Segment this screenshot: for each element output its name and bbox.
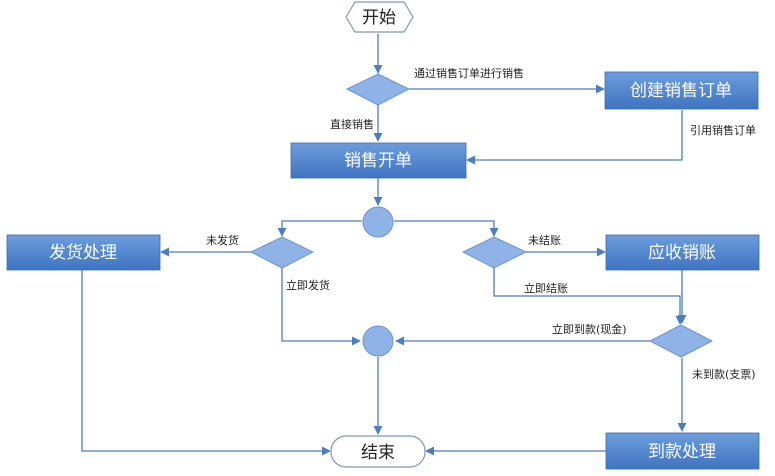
decision-settle <box>461 236 528 269</box>
edge-settle-decision-payment-decision <box>493 268 685 325</box>
label-not-shipped: 未发货 <box>206 233 239 247</box>
decision-ship <box>249 236 315 269</box>
label-not-paid: 未到款(支票) <box>692 367 756 381</box>
start-label: 开始 <box>362 8 396 28</box>
label-ship-now: 立即发货 <box>286 278 330 292</box>
payment-label: 到款处理 <box>648 442 716 462</box>
receivable-box: 应收销账 <box>605 234 760 271</box>
end-label: 结束 <box>361 443 395 463</box>
payment-box: 到款处理 <box>605 432 760 470</box>
merge-circle-bottom <box>362 325 394 357</box>
edge-merge1-ship-decision <box>277 220 362 237</box>
create-order-box: 创建销售订单 <box>604 71 759 110</box>
receivable-shape <box>605 234 760 271</box>
ship-shape <box>6 234 161 271</box>
label-paid-now: 立即到款(现金) <box>552 322 627 336</box>
sales-order-label: 销售开单 <box>344 151 412 171</box>
connectors <box>81 34 687 456</box>
merge-circle-top <box>362 206 394 238</box>
decision-payment <box>648 324 714 358</box>
ship-box: 发货处理 <box>6 234 161 271</box>
start-shape <box>345 1 414 33</box>
label-via-order: 通过销售订单进行销售 <box>414 66 524 80</box>
decision-order-type <box>345 73 411 106</box>
create-order-shape <box>604 71 759 110</box>
label-not-settled: 未结账 <box>528 234 561 247</box>
ship-label: 发货处理 <box>49 243 117 263</box>
start-terminal: 开始 <box>345 1 414 33</box>
receivable-label: 应收销账 <box>648 243 716 263</box>
edge-ship-decision-merge2 <box>281 268 361 346</box>
edge-create-order-sales-order <box>466 110 683 165</box>
sales-order-shape <box>290 142 467 179</box>
end-terminal: 结束 <box>330 435 426 468</box>
payment-shape <box>605 432 760 470</box>
edge-merge1-settle-decision <box>394 220 499 237</box>
end-shape <box>330 435 426 468</box>
label-reference-order: 引用销售订单 <box>690 123 756 137</box>
label-settle-now: 立即结账 <box>524 281 568 295</box>
label-direct: 直接销售 <box>330 117 374 131</box>
edge-ship-end <box>81 270 331 456</box>
sales-order-box: 销售开单 <box>290 142 467 179</box>
create-order-label: 创建销售订单 <box>630 81 732 101</box>
